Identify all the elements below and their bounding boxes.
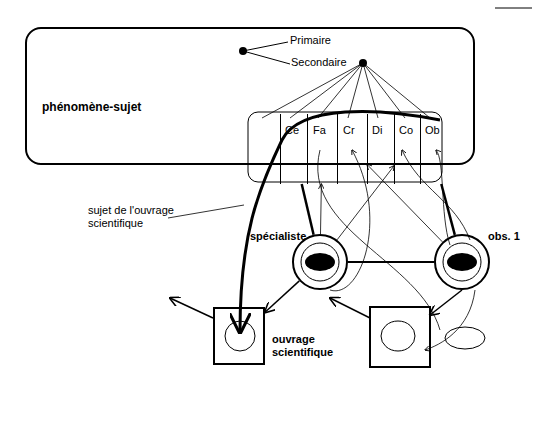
connector xyxy=(265,281,299,312)
annotation-label: Primaire xyxy=(290,34,370,47)
connector xyxy=(367,164,442,242)
category-cell: Fa xyxy=(307,114,337,184)
connector xyxy=(441,184,455,235)
node-text: ouvrage scientifique xyxy=(272,333,352,359)
category-cell: Di xyxy=(367,114,394,184)
annotation-label: sujet de l'ouvrage scientifique xyxy=(88,204,198,230)
corner-mark xyxy=(495,8,532,9)
node-text: Ce xyxy=(285,124,307,137)
category-cell: Ob xyxy=(420,114,444,184)
node-text: Di xyxy=(372,124,394,137)
note-ellipse xyxy=(445,327,485,349)
observation-arrows xyxy=(318,150,475,350)
category-cell: Co xyxy=(394,114,420,184)
phenomenon-box: phénomène-sujetCe Fa Cr Di Co Ob xyxy=(25,27,475,165)
second-work-box xyxy=(370,307,430,367)
leader-line xyxy=(243,42,288,51)
eye-symbol xyxy=(443,243,481,281)
eye-symbol xyxy=(301,243,339,281)
annotation-label: Secondaire xyxy=(291,56,381,69)
subject-curve xyxy=(240,111,440,332)
observer-eye: obs. 1 xyxy=(434,234,490,290)
observer-eye: spécialiste xyxy=(292,234,348,290)
node-text: obs. 1 xyxy=(488,230,538,243)
node-text: spécialiste xyxy=(250,230,340,243)
work-box: ouvrage scientifique xyxy=(213,307,265,365)
category-cell: Cr xyxy=(337,114,367,184)
secondary-lines xyxy=(262,63,430,118)
work-circle xyxy=(381,321,415,351)
connector xyxy=(337,166,394,240)
node-text: phénomène-sujet xyxy=(42,100,182,115)
node-text: Co xyxy=(399,124,421,137)
category-cell: Ce xyxy=(280,114,307,184)
work-circle xyxy=(225,321,255,351)
node-text: Cr xyxy=(343,124,367,137)
connector xyxy=(302,184,314,235)
node-text: Ob xyxy=(425,124,447,137)
leader-line xyxy=(168,205,244,218)
connector xyxy=(320,184,322,234)
connector xyxy=(348,261,434,263)
leader-line xyxy=(243,51,290,64)
node-text: Fa xyxy=(313,124,337,137)
